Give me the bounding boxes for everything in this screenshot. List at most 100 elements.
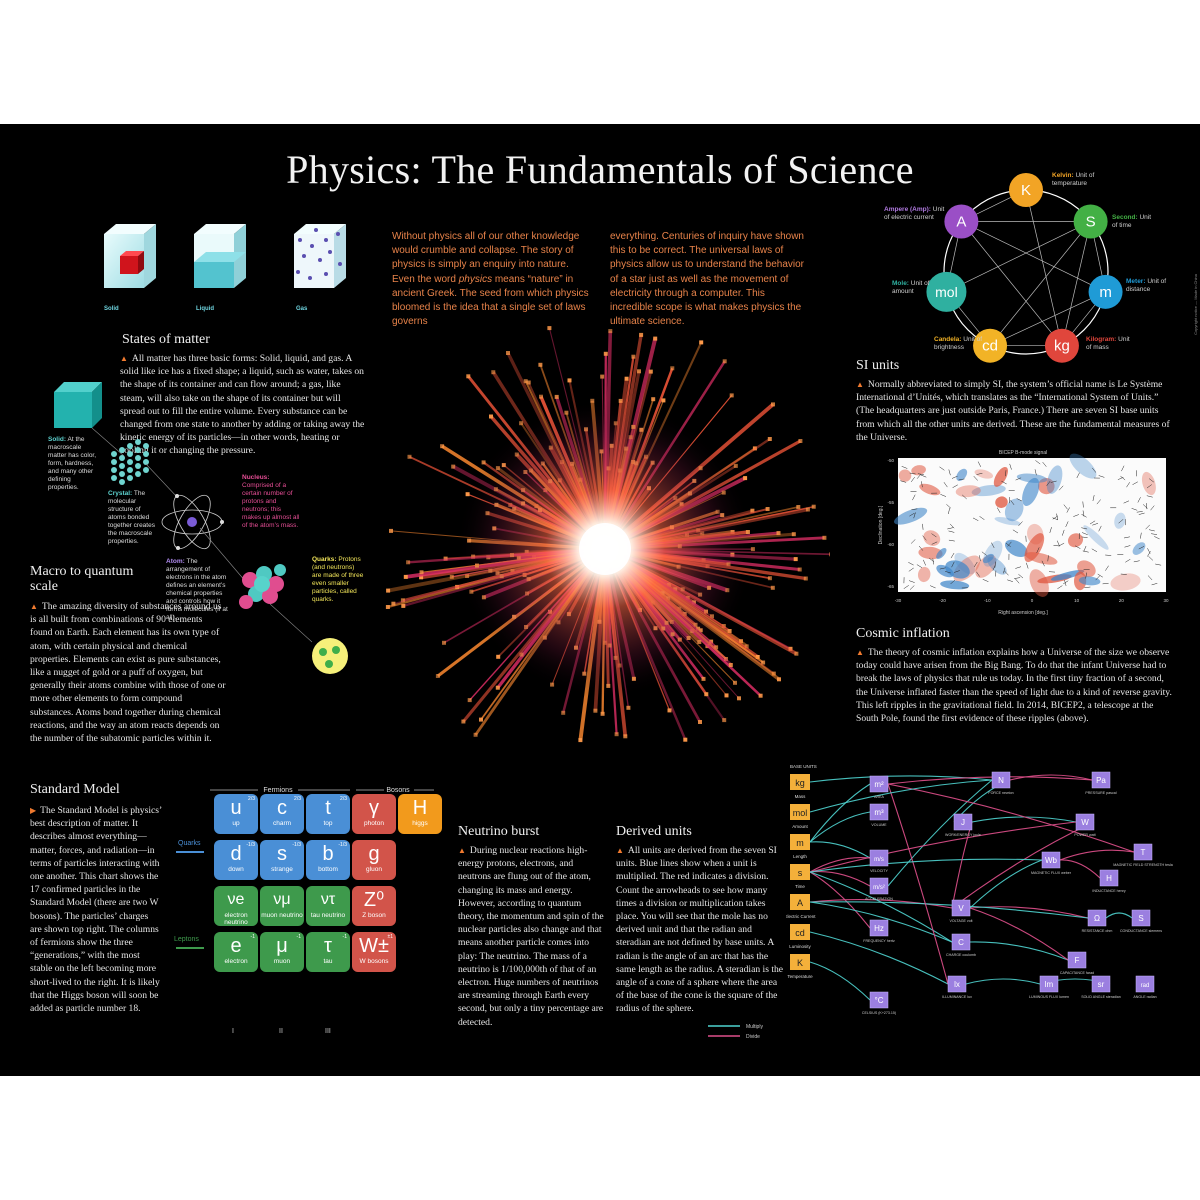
polarization-tick	[1123, 536, 1130, 539]
burst-particle	[791, 532, 796, 537]
multiply-link	[809, 901, 953, 943]
burst-particle	[603, 351, 608, 356]
polarization-blob	[993, 466, 1008, 487]
quarks-bar	[176, 851, 204, 853]
polarization-tick	[1053, 545, 1060, 547]
burst-particle	[777, 677, 781, 682]
burst-particle	[750, 508, 755, 513]
bicep-ytick: -55	[887, 500, 894, 505]
base-units-title: BASE UNITS	[790, 764, 817, 769]
particle-symbol: c	[277, 797, 287, 819]
derived-unit-box	[951, 933, 971, 951]
polarization-tick	[1151, 533, 1158, 535]
polarization-tick	[1148, 529, 1155, 532]
polarization-tick	[951, 475, 958, 479]
base-unit-symbol: A	[797, 898, 803, 908]
polarization-tick	[994, 561, 996, 568]
si-arrow	[946, 221, 1091, 293]
polarization-tick	[1056, 540, 1060, 547]
base-unit-name: Mass	[795, 794, 807, 799]
particle-symbol: νe	[227, 891, 245, 908]
derived-unit-symbol: F	[1075, 956, 1080, 965]
intro-column-2: everything. Centuries of inquiry have sh…	[610, 231, 805, 328]
multiply-link	[965, 978, 1041, 985]
polarization-tick	[1123, 500, 1130, 504]
ampere-caption: Ampere (Amp): Unit of electric current	[884, 206, 945, 221]
derived-unit-name: ILLUMINANCE lux	[942, 995, 972, 999]
burst-particle	[489, 414, 493, 419]
si-node-3	[1044, 328, 1079, 363]
polarization-tick	[979, 516, 985, 520]
polarization-tick	[1026, 562, 1029, 569]
base-unit-name: Electric Current	[786, 914, 816, 919]
particle-symbol: Z⁰	[363, 889, 385, 911]
polarization-tick	[1095, 575, 1100, 581]
polarization-tick	[962, 494, 967, 500]
generation-i: I	[232, 1028, 234, 1035]
derived-unit-name: MAGNETIC FIELD STRENGTH tesla	[1113, 863, 1173, 867]
burst-particle	[805, 507, 810, 512]
burst-particle	[614, 732, 619, 737]
particle-charge: -1/3	[292, 842, 301, 848]
burst-particle	[386, 588, 391, 593]
polarization-tick	[1121, 465, 1125, 472]
polarization-tick	[1132, 481, 1138, 485]
particle-name: muon	[273, 958, 291, 965]
polarization-tick	[1140, 532, 1142, 539]
polarization-tick	[991, 542, 995, 549]
burst-particle	[755, 655, 760, 659]
derived-unit-box	[1133, 843, 1153, 861]
polarization-blob	[995, 496, 1008, 508]
derived-unit-name: POWER watt	[1074, 833, 1095, 837]
burst-particle	[770, 585, 775, 590]
polarization-tick	[1151, 583, 1158, 586]
polarization-tick	[1096, 499, 1101, 505]
macro-quantum-illustration	[54, 382, 348, 674]
derived-unit-box	[1041, 851, 1061, 869]
polarization-tick	[948, 508, 950, 515]
burst-particle	[435, 674, 440, 678]
burst-particle	[758, 693, 763, 698]
crystal-lattice-icon	[111, 439, 149, 485]
divide-link	[887, 783, 949, 985]
polarization-blob	[983, 540, 1003, 567]
polarization-tick	[979, 555, 981, 562]
meter-caption: Meter: Unit of distance	[1126, 278, 1167, 293]
derived-unit-box	[991, 771, 1011, 789]
burst-particle	[442, 640, 446, 645]
triangle-bullet-icon: ▲	[120, 354, 128, 363]
divide-link	[1009, 774, 1093, 781]
polarization-tick	[917, 473, 924, 475]
burst-particle	[771, 402, 775, 407]
si-node-4	[973, 328, 1008, 363]
polarization-blob	[923, 530, 941, 546]
polarization-blob	[974, 469, 994, 479]
fermions-label: Fermions	[263, 787, 293, 794]
polarization-blob	[1027, 523, 1044, 545]
polarization-tick	[939, 567, 946, 570]
derived-unit-name: INDUCTANCE henry	[1092, 889, 1125, 893]
intro-text-a: Without physics all of our other knowled…	[392, 231, 580, 285]
neutrino-heading: Neutrino burst	[458, 824, 540, 839]
particle-name: W bosons	[359, 958, 389, 965]
particle-name: top	[323, 820, 333, 827]
burst-particle	[733, 463, 738, 468]
polarization-tick	[939, 466, 945, 471]
polarization-tick	[976, 571, 981, 577]
polarization-tick	[1062, 529, 1065, 536]
solid-caption: Solid: At the macroscale matter has colo…	[48, 436, 97, 491]
polarization-tick	[1120, 475, 1126, 481]
polarization-tick	[1035, 460, 1041, 465]
si-node-symbol: cd	[982, 338, 998, 355]
gas-label: Gas	[296, 306, 308, 312]
divide-link	[809, 899, 953, 909]
polarization-tick	[1081, 536, 1088, 538]
triangle-bullet-icon: ▲	[616, 846, 624, 855]
polarization-tick	[1057, 585, 1063, 590]
candela-caption: Candela: Unit of brightness	[934, 336, 983, 351]
polarization-tick	[1041, 560, 1045, 567]
polarization-tick	[1133, 560, 1140, 563]
polarization-tick	[1098, 525, 1102, 532]
polarization-tick	[1082, 550, 1089, 553]
